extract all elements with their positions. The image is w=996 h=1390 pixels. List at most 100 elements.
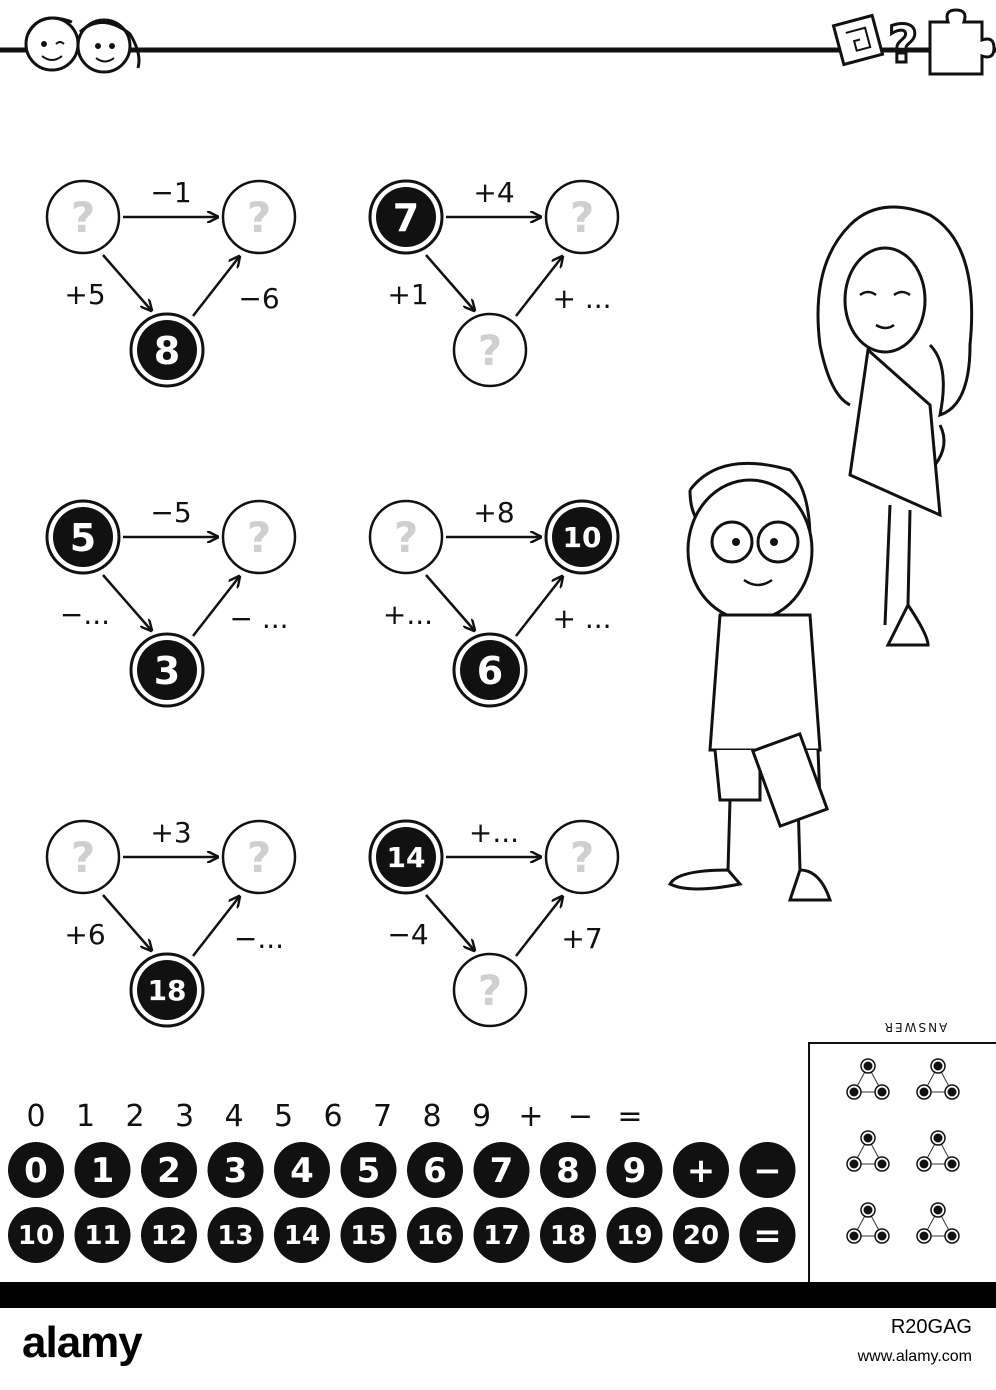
question-mark: ? bbox=[71, 193, 95, 242]
node-bottom: 6 bbox=[452, 632, 528, 708]
number-sticker: 19 bbox=[606, 1207, 663, 1263]
arrow-left bbox=[102, 254, 151, 310]
node-top-left: 5 bbox=[45, 499, 121, 575]
number-sticker: = bbox=[739, 1207, 796, 1263]
puzzle-5: ?? 18 +3 +6 −... bbox=[45, 816, 297, 1028]
puzzle-3: 5?3−5−...− ... bbox=[45, 496, 297, 708]
number-sticker: 1 bbox=[74, 1142, 131, 1198]
node-bottom: ? bbox=[452, 952, 528, 1028]
node-bottom: 3 bbox=[129, 632, 205, 708]
number-sticker: + bbox=[673, 1142, 729, 1198]
op-left: +1 bbox=[387, 278, 428, 311]
digit-glyph: 8 bbox=[422, 1099, 441, 1134]
digit-glyph: 0 bbox=[26, 1099, 45, 1134]
op-right: −6 bbox=[238, 282, 279, 315]
image-url: www.alamy.com bbox=[857, 1348, 972, 1365]
question-mark: ? bbox=[71, 833, 95, 882]
node-bottom: 8 bbox=[129, 312, 205, 388]
digit-glyph: + bbox=[518, 1099, 543, 1134]
number-sticker: 6 bbox=[407, 1142, 463, 1198]
answer-thumb bbox=[846, 1202, 890, 1244]
node-value: 8 bbox=[154, 329, 180, 373]
sticker-value: 20 bbox=[683, 1221, 719, 1251]
digit-glyph: 4 bbox=[224, 1099, 243, 1134]
op-left: +6 bbox=[64, 918, 105, 951]
question-mark: ? bbox=[394, 513, 418, 562]
sticker-value: 12 bbox=[151, 1221, 187, 1251]
boy-illustration bbox=[667, 461, 833, 902]
number-sticker: 10 bbox=[8, 1207, 64, 1263]
number-sticker: 11 bbox=[74, 1207, 131, 1263]
image-id: R20GAG bbox=[890, 1316, 972, 1338]
sticker-value: 15 bbox=[350, 1221, 386, 1251]
number-sticker: 9 bbox=[606, 1142, 663, 1198]
node-bottom: ? bbox=[452, 312, 528, 388]
sticker-value: 4 bbox=[290, 1151, 314, 1191]
arrow-left bbox=[102, 574, 151, 630]
number-sticker: 4 bbox=[274, 1142, 330, 1198]
puzzle-1: ??8−1+5−6 bbox=[45, 176, 297, 388]
answer-thumbnails bbox=[846, 1058, 960, 1244]
puzzle-icons: ? bbox=[831, 8, 996, 77]
sticker-value: 2 bbox=[157, 1151, 181, 1191]
sticker-value: 13 bbox=[217, 1221, 253, 1251]
node-value: 7 bbox=[393, 196, 419, 240]
digit-glyph: 9 bbox=[472, 1099, 491, 1134]
op-top: +3 bbox=[150, 816, 191, 849]
node-bottom: 18 bbox=[129, 952, 205, 1028]
node-value: 10 bbox=[563, 521, 602, 554]
number-sticker: 13 bbox=[207, 1207, 264, 1263]
op-left: −4 bbox=[387, 918, 428, 951]
sticker-value: 7 bbox=[490, 1151, 514, 1191]
question-mark: ? bbox=[247, 513, 271, 562]
node-value: 5 bbox=[70, 516, 96, 560]
sticker-value: 8 bbox=[556, 1151, 580, 1191]
digit-glyph: 1 bbox=[76, 1099, 95, 1134]
node-top-left: ? bbox=[45, 179, 121, 255]
op-right: −... bbox=[234, 922, 284, 955]
digit-glyph: 6 bbox=[323, 1099, 342, 1134]
digit-glyph: 7 bbox=[373, 1099, 392, 1134]
question-mark: ? bbox=[570, 833, 594, 882]
sticker-value: 3 bbox=[224, 1151, 248, 1191]
arrow-left bbox=[425, 254, 474, 310]
arrow-right bbox=[192, 257, 239, 317]
number-sticker: 14 bbox=[274, 1207, 330, 1263]
node-value: 14 bbox=[387, 841, 426, 874]
arrow-right bbox=[515, 257, 562, 317]
arrow-left bbox=[425, 574, 474, 630]
node-value: 6 bbox=[477, 649, 503, 693]
node-top-right: ? bbox=[221, 179, 297, 255]
digit-glyph: 3 bbox=[175, 1099, 194, 1134]
node-top-left: ? bbox=[368, 499, 444, 575]
sticker-value: − bbox=[753, 1151, 782, 1191]
sticker-value: 10 bbox=[18, 1221, 54, 1251]
answer-thumb bbox=[846, 1130, 890, 1172]
number-sticker: 15 bbox=[340, 1207, 397, 1263]
digit-glyph: 5 bbox=[274, 1099, 293, 1134]
sticker-value: 14 bbox=[284, 1221, 320, 1251]
number-sticker: − bbox=[739, 1142, 796, 1198]
arrow-right bbox=[515, 577, 562, 637]
node-top-left: ? bbox=[45, 819, 121, 895]
op-right: + ... bbox=[552, 602, 611, 635]
digit-glyph: = bbox=[617, 1099, 642, 1134]
digit-glyph: 2 bbox=[125, 1099, 144, 1134]
node-top-right: ? bbox=[221, 819, 297, 895]
digit-glyph: − bbox=[568, 1099, 593, 1134]
op-top: −5 bbox=[150, 496, 191, 529]
number-sticker: 5 bbox=[340, 1142, 397, 1198]
sticker-value: 11 bbox=[84, 1221, 120, 1251]
answer-thumb bbox=[916, 1058, 960, 1100]
node-top-left: 7 bbox=[368, 179, 444, 255]
answer-thumb bbox=[916, 1130, 960, 1172]
node-value: 18 bbox=[148, 974, 187, 1007]
op-top: +8 bbox=[473, 496, 514, 529]
girl-illustration bbox=[816, 205, 974, 647]
number-sticker: 20 bbox=[673, 1207, 729, 1263]
sticker-value: = bbox=[753, 1216, 782, 1256]
op-left: −... bbox=[60, 598, 110, 631]
